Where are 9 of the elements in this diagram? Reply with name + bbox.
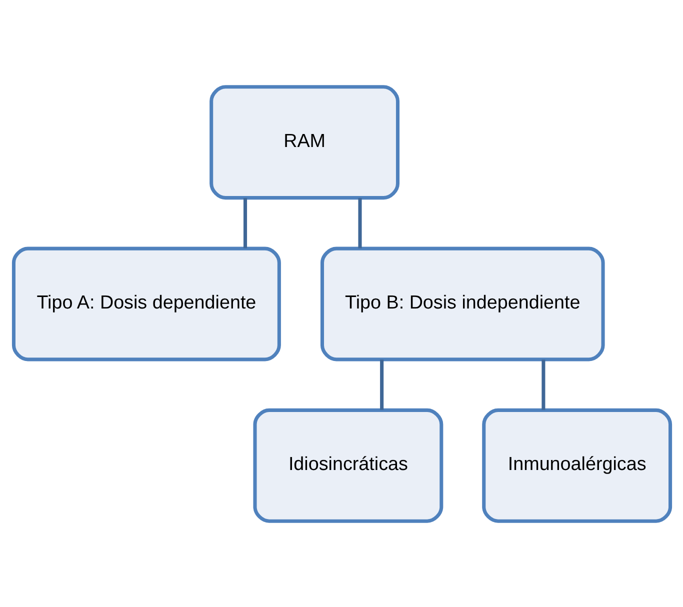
connector: [242, 198, 247, 248]
node-box: Idiosincráticas: [252, 408, 443, 522]
node-box: Tipo B: Dosis independiente: [320, 246, 604, 361]
connector: [541, 359, 545, 410]
connector: [358, 198, 362, 248]
node-box: RAM: [209, 84, 400, 200]
connector: [380, 359, 384, 410]
node-box: Inmunoalérgicas: [482, 408, 672, 522]
node-box: Tipo A: Dosis dependiente: [11, 246, 280, 361]
